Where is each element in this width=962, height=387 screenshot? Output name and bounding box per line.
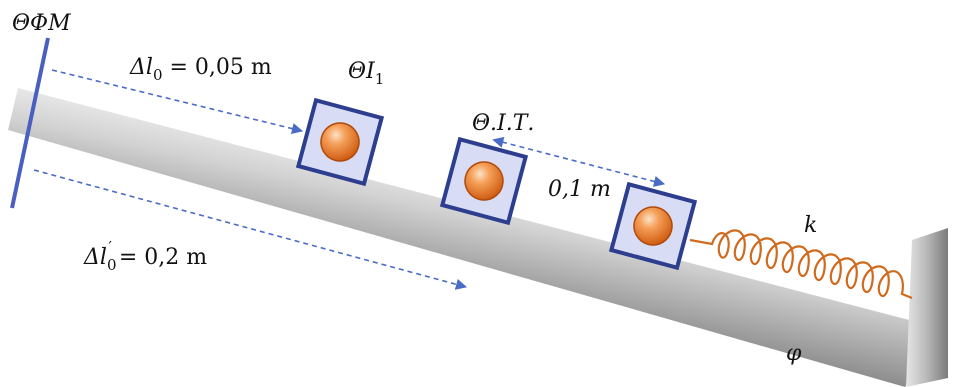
arrow-dl0 bbox=[51, 69, 304, 135]
block-position-1 bbox=[295, 97, 385, 187]
arrow-dl0-prime bbox=[33, 169, 468, 290]
arrow-amplitude bbox=[492, 136, 666, 187]
spring bbox=[689, 229, 913, 300]
ball-3 bbox=[633, 206, 673, 246]
end-wall bbox=[906, 228, 948, 387]
label-eq1: ΘΙ1 bbox=[348, 59, 384, 88]
label-dl0: Δl0 = 0,05 m bbox=[129, 55, 272, 84]
label-eq-osc: Θ.Ι.Τ. bbox=[472, 111, 534, 136]
label-spring-constant: k bbox=[804, 213, 817, 238]
label-angle: φ bbox=[786, 341, 802, 366]
label-dl0-prime: Δl0′ = 0,2 m bbox=[83, 238, 207, 274]
block-position-3 bbox=[608, 181, 698, 271]
natural-length-marker bbox=[10, 37, 50, 209]
inclined-plane bbox=[8, 88, 940, 387]
label-amplitude: 0,1 m bbox=[548, 177, 611, 202]
block-position-2 bbox=[439, 136, 529, 226]
ball-1 bbox=[320, 122, 360, 162]
label-natural-length: ΘΦΜ bbox=[12, 11, 71, 36]
